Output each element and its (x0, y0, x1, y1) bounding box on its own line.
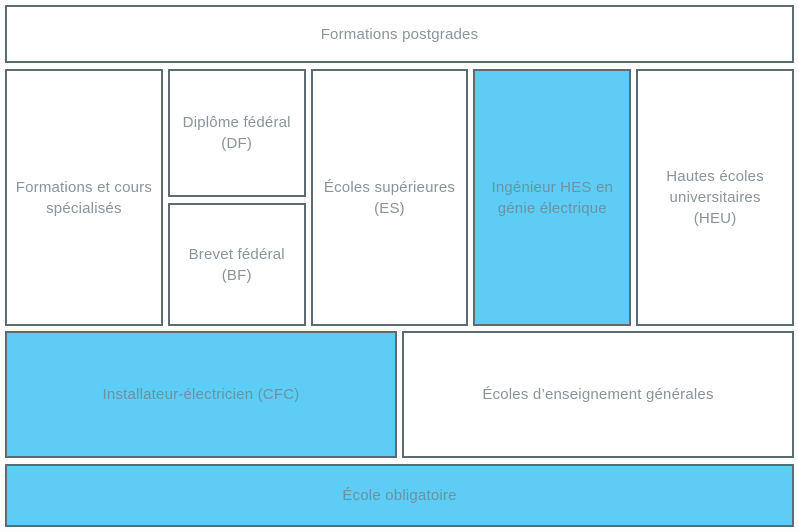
row-tertiary-paths: Formations et cours spécialisés Diplôme … (5, 69, 794, 326)
box-brevet-federal: Brevet fédéral (BF) (167, 203, 306, 326)
box-brevet-federal-label: Brevet fédéral (BF) (188, 245, 285, 284)
box-ecoles-superieures: Écoles supérieures (ES) (310, 69, 469, 326)
row-secondary-paths: Installateur-électricien (CFC) Écoles d’… (5, 331, 794, 458)
box-formations-cours-specialises: Formations et cours spécialisés (5, 69, 163, 326)
box-ecole-obligatoire: École obligatoire (5, 464, 794, 527)
box-diplome-federal: Diplôme fédéral (DF) (167, 69, 306, 197)
box-ecoles-enseignement-generales: Écoles d’enseignement générales (402, 331, 794, 458)
box-hautes-ecoles-universitaires: Hautes écoles universitaires (HEU) (636, 69, 794, 326)
box-formations-postgrades-label: Formations postgrades (320, 25, 479, 43)
box-ecole-obligatoire-label: École obligatoire (342, 487, 457, 504)
box-formations-cours-specialises-label: Formations et cours spécialisés (15, 178, 153, 217)
box-diplome-federal-label: Diplôme fédéral (DF) (182, 114, 291, 152)
box-ecoles-superieures-label: Écoles supérieures (ES) (323, 178, 456, 217)
box-ecoles-enseignement-generales-label: Écoles d’enseignement générales (482, 386, 714, 403)
row-ecole-obligatoire: École obligatoire (5, 464, 794, 527)
column-df-bf: Diplôme fédéral (DF) Brevet fédéral (BF) (167, 69, 306, 326)
box-ingenieur-hes-label: Ingénieur HES en génie électrique (491, 178, 614, 217)
box-formations-postgrades: Formations postgrades (5, 5, 794, 63)
row-postgrades: Formations postgrades (5, 5, 794, 63)
box-hautes-ecoles-universitaires-label: Hautes écoles universitaires (HEU) (666, 168, 764, 227)
box-installateur-electricien-label: Installateur-électricien (CFC) (102, 386, 300, 403)
box-ingenieur-hes: Ingénieur HES en génie électrique (473, 69, 632, 326)
box-installateur-electricien: Installateur-électricien (CFC) (5, 331, 397, 458)
